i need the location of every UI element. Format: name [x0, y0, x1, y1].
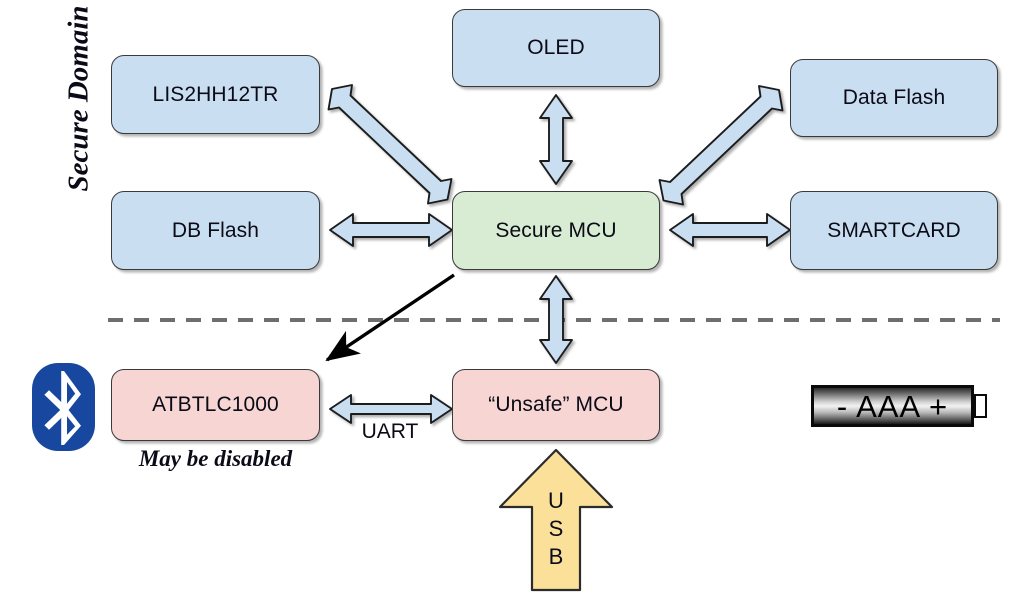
node-db-flash[interactable]: DB Flash — [111, 191, 320, 270]
arrow-atbtlc1000-unsafemcu — [329, 394, 453, 424]
node-secure-mcu[interactable]: Secure MCU — [452, 191, 660, 270]
battery-terminal — [974, 394, 987, 418]
page-title: Secure Domain — [62, 5, 95, 192]
node-atbtlc1000[interactable]: ATBTLC1000 — [111, 369, 320, 441]
atbtlc-caption: May be disabled — [138, 446, 293, 471]
node-label: Data Flash — [842, 86, 946, 109]
node-data-flash[interactable]: Data Flash — [790, 59, 998, 137]
node-label: OLED — [527, 36, 585, 59]
arrow-securemcu-smartcard — [669, 213, 791, 247]
arrow-securemcu-oled — [539, 94, 573, 185]
node-label: LIS2HH12TR — [152, 82, 279, 106]
node-unsafe-mcu[interactable]: “Unsafe” MCU — [452, 369, 660, 441]
node-oled[interactable]: OLED — [452, 9, 660, 87]
usb-arrow-icon — [498, 448, 614, 592]
bluetooth-icon — [32, 363, 95, 451]
battery-body: - AAA + — [811, 385, 974, 427]
node-label: ATBTLC1000 — [152, 393, 279, 416]
node-label: DB Flash — [171, 218, 260, 242]
node-label: SMARTCARD — [827, 218, 961, 242]
node-smartcard[interactable]: SMARTCARD — [790, 191, 998, 270]
arrow-securemcu-atbtlc1000 — [325, 273, 455, 362]
arrow-securemcu-lis2hh12tr — [327, 84, 453, 205]
node-lis2hh12tr[interactable]: LIS2HH12TR — [111, 55, 320, 134]
battery-label: - AAA + — [836, 388, 949, 424]
arrow-dbflash-securemcu — [329, 213, 453, 247]
battery-indicator: - AAA + — [811, 385, 989, 427]
arrow-securemcu-unsafemcu — [539, 275, 573, 364]
edge-label-uart: UART — [361, 420, 419, 443]
node-label: Secure MCU — [495, 218, 617, 242]
node-label: “Unsafe” MCU — [488, 393, 624, 416]
arrow-securemcu-dataflash — [658, 85, 784, 206]
